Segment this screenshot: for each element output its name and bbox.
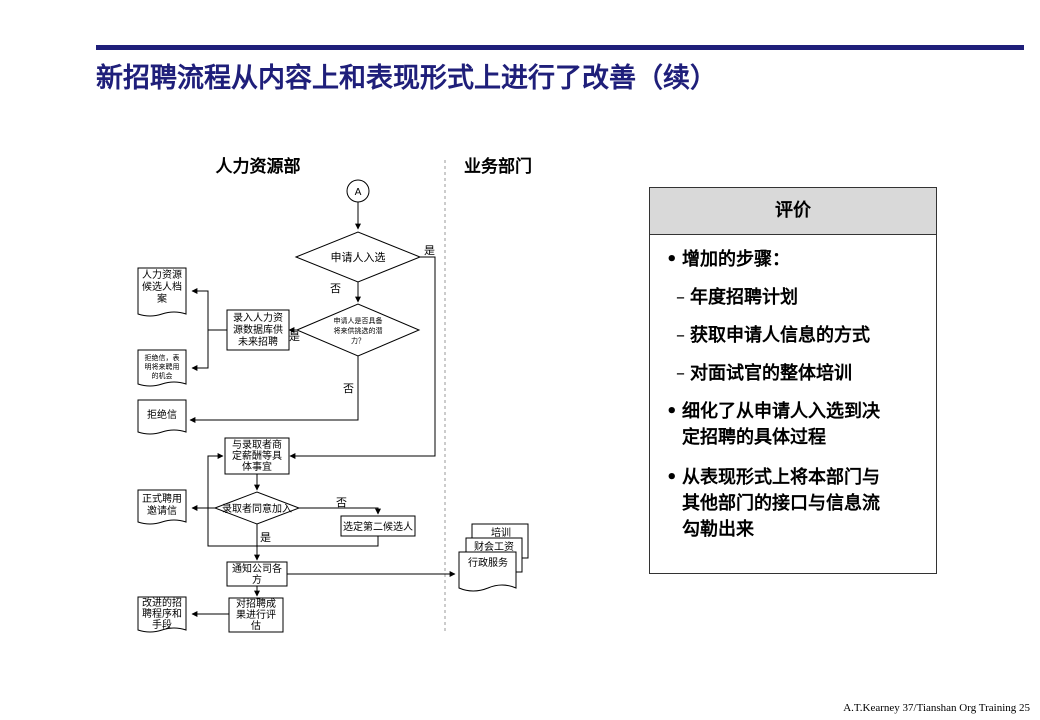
title-rule bbox=[96, 45, 1024, 50]
box-evaluate-line1: 对招聘成 bbox=[236, 597, 276, 610]
evaluation-item-text: 增加的步骤： bbox=[682, 249, 790, 270]
evaluation-item-text: 细化了从申请人入选到决 bbox=[682, 401, 880, 422]
evaluation-subitem: – 对面试官的整体培训 bbox=[660, 361, 926, 387]
bullet-marker: • bbox=[666, 467, 678, 488]
doc-improved-procedures bbox=[137, 596, 187, 633]
evaluation-list: • 增加的步骤： – 年度招聘计划 – 获取申请人信息的方式 – 对面试官的整体… bbox=[650, 235, 936, 543]
box-salary-negotiation bbox=[224, 437, 290, 475]
evaluation-item-text: 年度招聘计划 bbox=[690, 287, 798, 308]
label-yes-3: 是 bbox=[260, 531, 271, 544]
box-evaluate-results bbox=[228, 597, 284, 633]
evaluation-item-text: 对面试官的整体培训 bbox=[690, 363, 852, 384]
box-enter-database-line2: 源数据库供 bbox=[233, 323, 283, 336]
arrow-database-to-future-letter bbox=[191, 330, 209, 371]
box-evaluate-line2: 果进行评 bbox=[236, 608, 276, 621]
label-yes-1: 是 bbox=[424, 244, 435, 257]
box-select-second-label: 选定第二候选人 bbox=[343, 520, 413, 533]
arrow-second-to-salary bbox=[207, 453, 379, 547]
box-evaluate-line3: 估 bbox=[251, 619, 261, 632]
doc-offer-letter bbox=[137, 489, 187, 525]
doc-reject-letter bbox=[137, 399, 187, 435]
connector-a-label: A bbox=[355, 187, 362, 198]
doc-stack-admin-label: 行政服务 bbox=[468, 556, 508, 569]
doc-improved-line3: 手段 bbox=[152, 618, 172, 631]
doc-stack-training-label: 培训 bbox=[491, 526, 511, 539]
evaluation-item-text: 定招聘的具体过程 bbox=[682, 427, 826, 448]
bullet-marker: • bbox=[666, 401, 678, 422]
page-title: 新招聘流程从内容上和表现形式上进行了改善（续） bbox=[96, 63, 717, 94]
evaluation-header: 评价 bbox=[650, 188, 936, 235]
dash-marker: – bbox=[676, 325, 685, 346]
arrow-database-to-archive bbox=[191, 288, 227, 331]
decision-future-potential bbox=[295, 303, 421, 357]
label-no-2: 否 bbox=[343, 382, 354, 395]
evaluation-subitem: – 获取申请人信息的方式 bbox=[660, 323, 926, 349]
evaluation-item: • 增加的步骤： bbox=[660, 247, 926, 273]
label-no-1: 否 bbox=[330, 282, 341, 295]
doc-reject-future-line1: 拒绝信，表 bbox=[145, 353, 180, 362]
box-notify-line1: 通知公司各 bbox=[232, 562, 282, 575]
dash-marker: – bbox=[676, 287, 685, 308]
doc-stack-payroll-label: 财会工资 bbox=[474, 540, 514, 553]
doc-reject-future-line2: 明将来聘用 bbox=[145, 362, 180, 371]
evaluation-panel: 评价 • 增加的步骤： – 年度招聘计划 – 获取申请人信息的方式 – 对面试官… bbox=[649, 187, 937, 574]
box-salary-line1: 与录取者商 bbox=[232, 438, 282, 451]
evaluation-item: • 细化了从申请人入选到决 定招聘的具体过程 bbox=[660, 399, 926, 451]
doc-stack-admin bbox=[458, 551, 517, 592]
dash-marker: – bbox=[676, 363, 685, 384]
doc-reject-future-letter bbox=[137, 349, 187, 387]
doc-candidate-archive bbox=[137, 267, 187, 317]
doc-reject-letter-label: 拒绝信 bbox=[147, 408, 177, 421]
doc-candidate-archive-line3: 案 bbox=[157, 292, 167, 305]
doc-offer-letter-line1: 正式聘用 bbox=[142, 492, 182, 505]
arrow-no-to-second bbox=[299, 507, 381, 515]
evaluation-item-text: 其他部门的接口与信息流 bbox=[682, 493, 880, 514]
doc-improved-line1: 改进的招 bbox=[142, 596, 182, 609]
doc-candidate-archive-line2: 候选人档 bbox=[142, 280, 182, 293]
footer-source: A.T.Kearney 37/Tianshan Org Training 25 bbox=[843, 702, 1030, 714]
evaluation-item: • 从表现形式上将本部门与 其他部门的接口与信息流 勾勒出来 bbox=[660, 465, 926, 543]
decision-future-potential-line3: 力？ bbox=[351, 336, 365, 345]
label-yes-2: 是 bbox=[289, 330, 300, 343]
bullet-marker: • bbox=[666, 249, 678, 270]
label-no-3: 否 bbox=[336, 496, 347, 509]
box-enter-database bbox=[226, 309, 290, 351]
box-enter-database-line3: 未来招聘 bbox=[238, 335, 278, 348]
doc-candidate-archive-line1: 人力资源 bbox=[142, 268, 182, 281]
box-notify-line2: 方 bbox=[252, 573, 262, 586]
decision-candidate-agrees-label: 录取者同意加入 bbox=[222, 502, 292, 515]
evaluation-subitem: – 年度招聘计划 bbox=[660, 285, 926, 311]
decision-future-potential-line2: 将来供挑选的潜 bbox=[334, 326, 383, 335]
evaluation-item-text: 获取申请人信息的方式 bbox=[690, 325, 870, 346]
box-enter-database-line1: 录入人力资 bbox=[233, 311, 283, 324]
box-salary-line2: 定薪酬等具 bbox=[232, 449, 282, 462]
doc-reject-future-line3: 的机会 bbox=[152, 371, 173, 380]
arrow-yes-to-salary bbox=[289, 256, 436, 459]
lane-header-hr: 人力资源部 bbox=[216, 156, 301, 177]
evaluation-item-text: 勾勒出来 bbox=[682, 519, 754, 540]
evaluation-item-text: 从表现形式上将本部门与 bbox=[682, 467, 880, 488]
decision-future-potential-line1: 申请人是否具备 bbox=[334, 316, 383, 325]
doc-improved-line2: 聘程序和 bbox=[142, 607, 182, 620]
doc-offer-letter-line2: 邀请信 bbox=[147, 504, 177, 517]
decision-applicant-selected-label: 申请人入选 bbox=[331, 251, 386, 264]
lane-header-business: 业务部门 bbox=[464, 156, 532, 177]
arrow-no-to-reject bbox=[189, 356, 359, 423]
box-salary-line3: 体事宜 bbox=[242, 460, 272, 473]
